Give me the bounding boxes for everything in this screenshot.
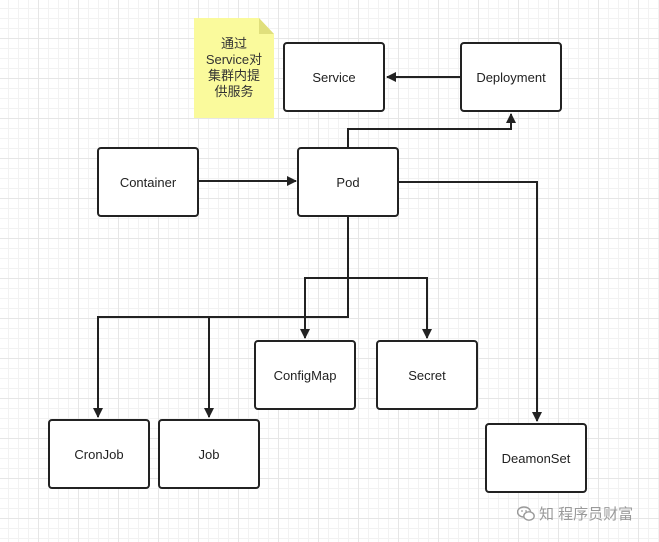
node-daemonset[interactable]: DeamonSet (485, 423, 587, 493)
node-label: Pod (336, 174, 360, 190)
edge-pod-to-configmap (300, 277, 348, 339)
node-cronjob[interactable]: CronJob (48, 419, 150, 489)
wechat-icon (517, 505, 535, 521)
watermark: 知 程序员财富 (517, 503, 633, 524)
node-deployment[interactable]: Deployment (460, 42, 562, 112)
node-label: Job (198, 446, 220, 462)
node-label: CronJob (74, 446, 124, 462)
edge-pod-to-deployment (347, 113, 516, 148)
node-configmap[interactable]: ConfigMap (254, 340, 356, 410)
node-label: ConfigMap (273, 367, 337, 383)
node-job[interactable]: Job (158, 419, 260, 489)
node-label: Secret (408, 367, 446, 383)
sticky-note-text: 通过 Service对 集群内提 供服务 (205, 36, 263, 99)
node-label: Deployment (476, 69, 546, 85)
edge-pod-to-daemonset (398, 181, 542, 422)
edge-pod-to-cronjob (93, 216, 349, 418)
node-label: DeamonSet (501, 450, 571, 466)
sticky-note (194, 18, 274, 118)
node-container[interactable]: Container (97, 147, 199, 217)
node-service[interactable]: Service (283, 42, 385, 112)
node-label: Container (119, 174, 177, 190)
edge-pod-to-secret (348, 277, 432, 339)
node-pod[interactable]: Pod (297, 147, 399, 217)
node-label: Service (312, 69, 356, 85)
node-secret[interactable]: Secret (376, 340, 478, 410)
watermark-text: 知 程序员财富 (539, 506, 634, 523)
